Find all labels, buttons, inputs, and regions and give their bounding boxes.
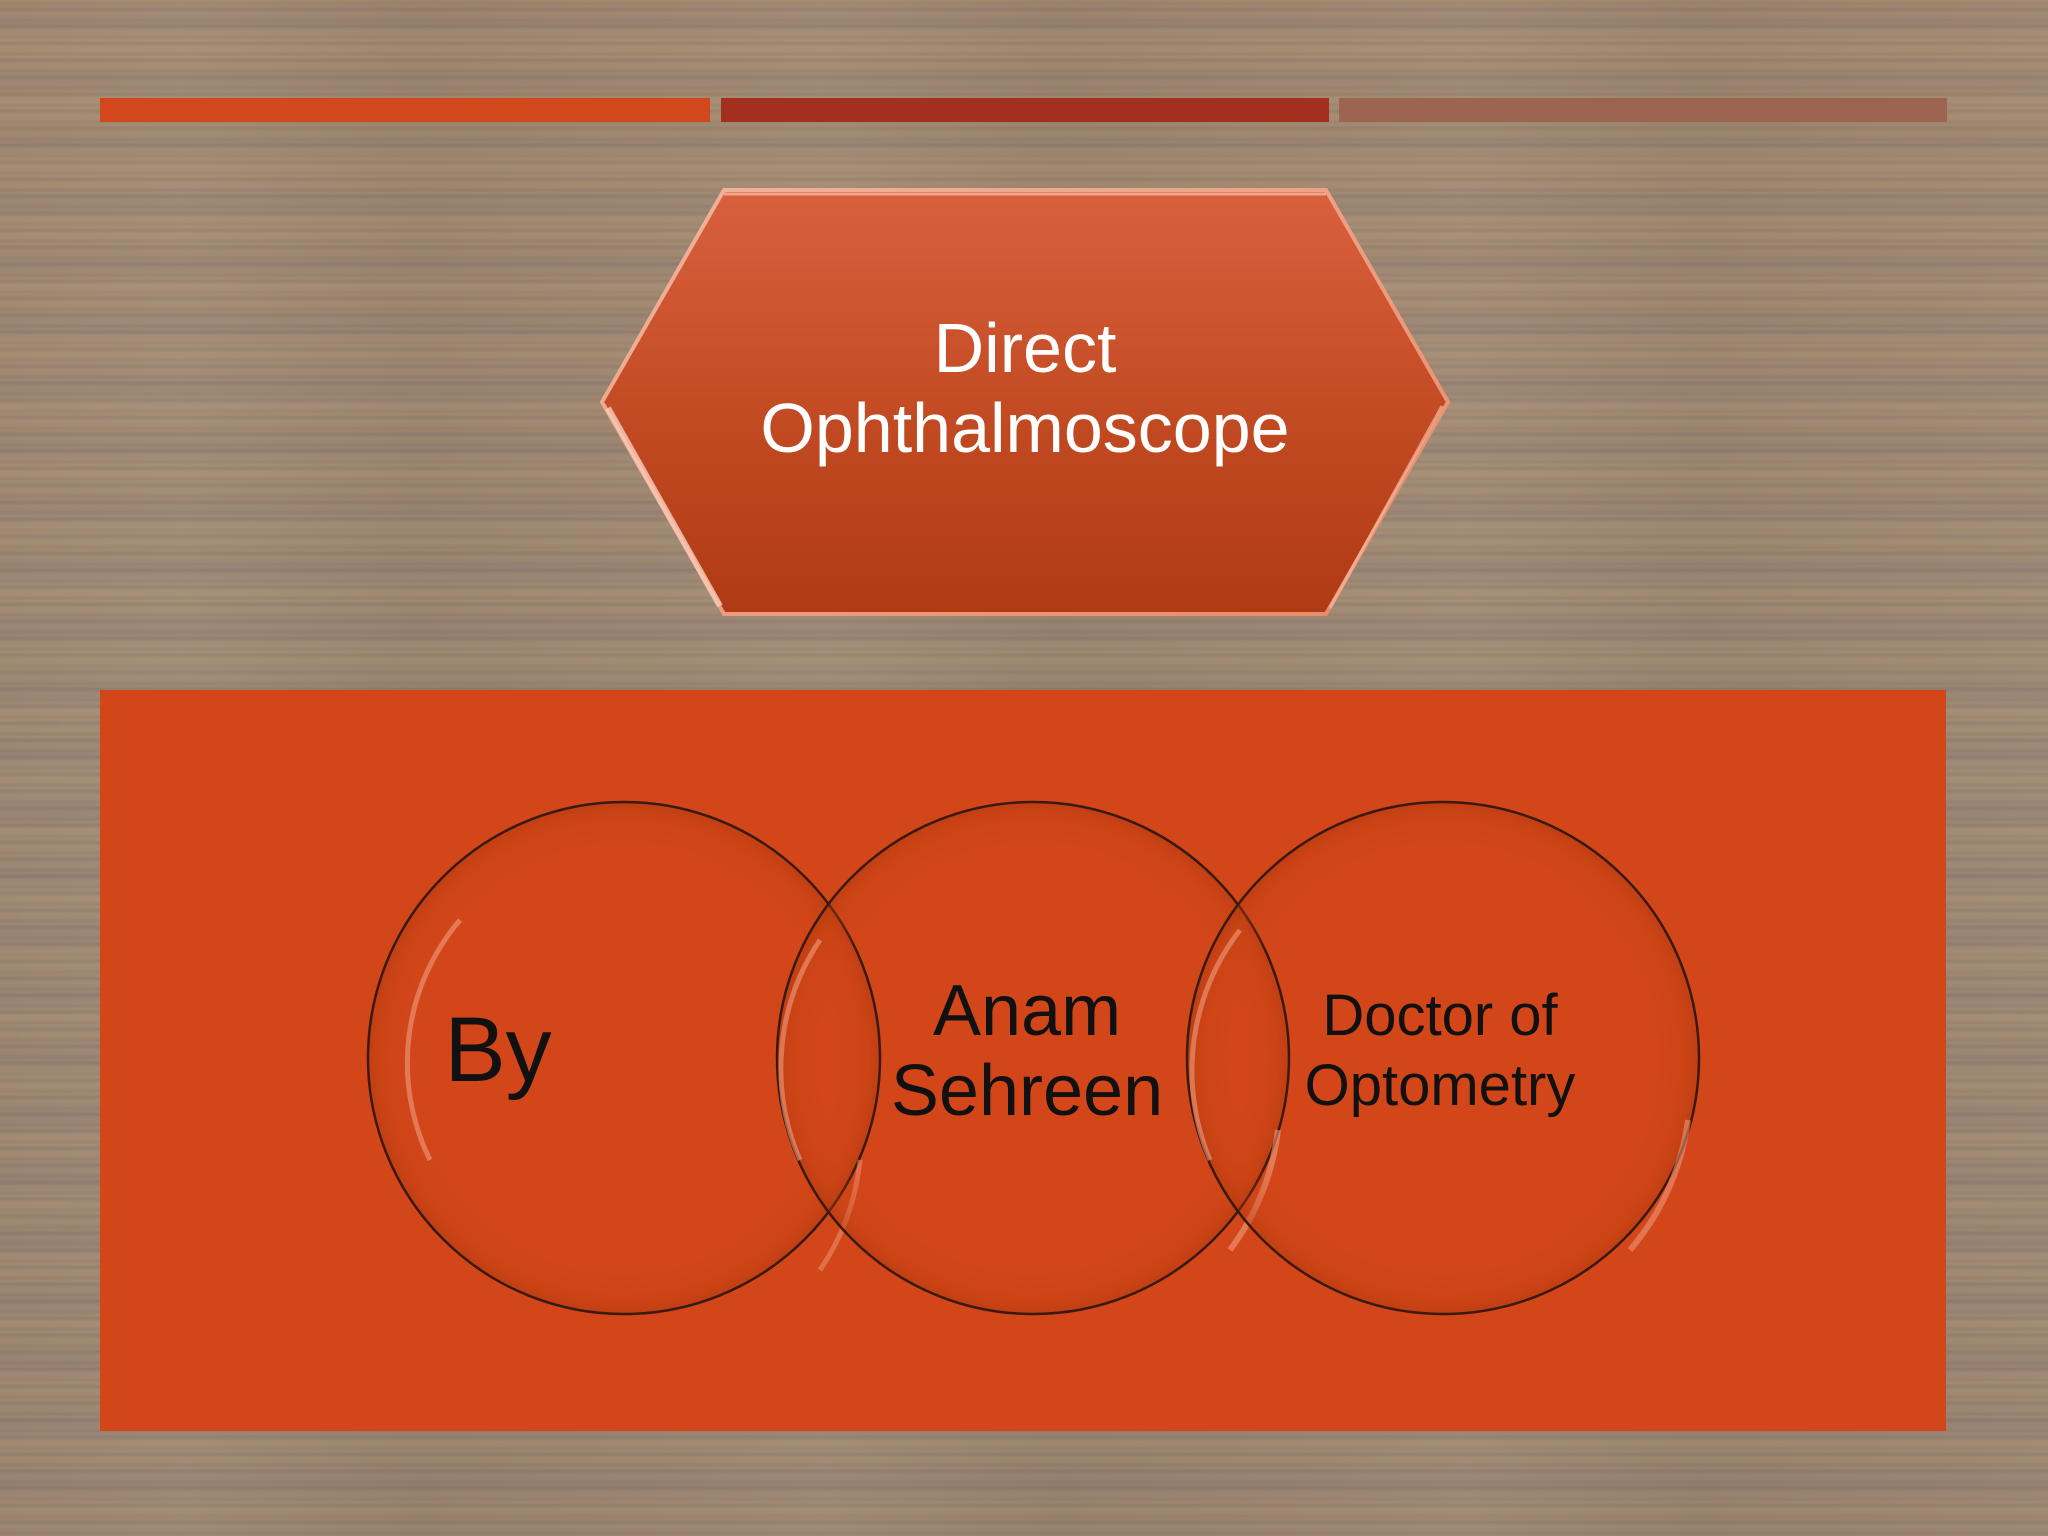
venn-circles — [366, 800, 1701, 1316]
accent-bar-1 — [100, 98, 710, 122]
hexagon-shape — [599, 188, 1451, 616]
degree-line-2: Optometry — [1304, 1053, 1576, 1118]
slide-title: Direct Ophthalmoscope — [600, 188, 1450, 616]
content-panel: By Anam Sehreen Doctor of Optometry — [100, 690, 1946, 1431]
presenter-first-name: Anam — [932, 971, 1122, 1051]
circle-degree — [1185, 800, 1701, 1316]
title-hexagon: Direct Ophthalmoscope — [599, 188, 1451, 616]
circle-highlight-3b — [1627, 1119, 1691, 1252]
by-text: By — [444, 999, 552, 1101]
circle-highlight-2 — [778, 938, 823, 1161]
degree-line-1: Doctor of — [1322, 983, 1558, 1048]
title-line-1: Direct — [933, 309, 1117, 387]
circle-highlight-3 — [1189, 928, 1242, 1161]
accent-bar-2 — [721, 98, 1329, 122]
title-line-2: Ophthalmoscope — [760, 389, 1290, 467]
presenter-last-name: Sehreen — [890, 1051, 1164, 1131]
circle-label-by: By — [370, 950, 626, 1150]
circle-label-presenter: Anam Sehreen — [891, 956, 1163, 1146]
accent-bar-3 — [1339, 98, 1947, 122]
circle-label-degree: Doctor of Optometry — [1290, 956, 1590, 1146]
circle-highlight-1 — [404, 918, 462, 1162]
